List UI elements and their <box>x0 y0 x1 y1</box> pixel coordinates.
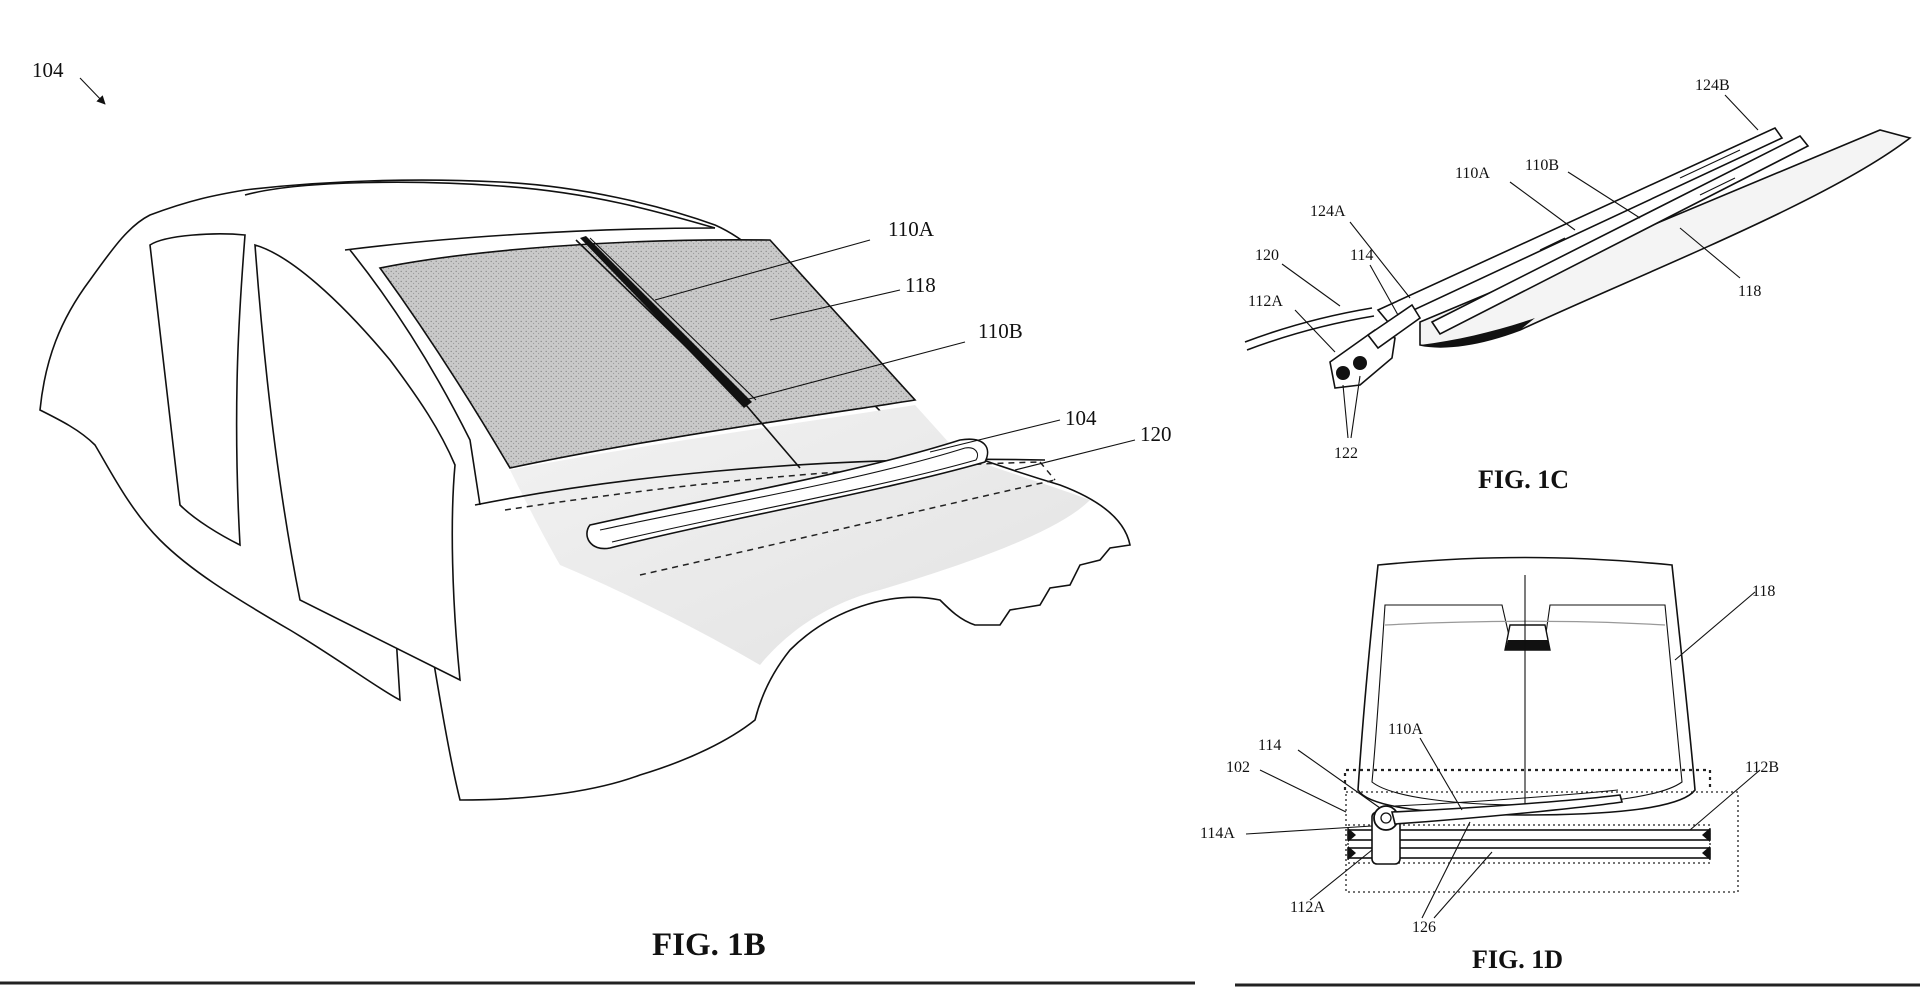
leader-120-1c <box>1281 263 1341 307</box>
cowl-dotted-edge <box>1343 768 1712 790</box>
leader-110b <box>744 341 966 401</box>
wiper-arm-110a-1d <box>1390 794 1624 825</box>
pivot-114-inner <box>1380 812 1392 824</box>
label-112a-1d: 112A <box>1290 899 1325 916</box>
caption-fig-1b: FIG. 1B <box>652 927 766 963</box>
cowl-boundary-dashes <box>1039 461 1056 481</box>
arm-110a-detail <box>1376 126 1784 323</box>
caption-fig-1d: FIG. 1D <box>1472 945 1563 974</box>
hose-120 <box>1244 307 1373 343</box>
fig-1d: 118 114 110A 102 112B 114A 112A 126 FIG.… <box>1200 556 1779 974</box>
wiper-blade-1d <box>1394 789 1619 807</box>
label-110a: 110A <box>888 217 935 241</box>
label-110b-1c: 110B <box>1525 157 1559 174</box>
cowl-region-120-lower <box>639 479 1056 576</box>
a-pillar <box>349 249 481 506</box>
arm-110b-detail <box>1430 134 1810 336</box>
leader-120 <box>1014 439 1136 471</box>
label-104-top: 104 <box>32 58 64 82</box>
rail-end-left <box>1348 828 1356 860</box>
label-124b: 124B <box>1695 77 1730 94</box>
pivot-bracket <box>1366 303 1422 350</box>
label-110a-1d: 110A <box>1388 721 1423 738</box>
label-126: 126 <box>1412 919 1436 936</box>
windshield-118-detail <box>1419 129 1912 348</box>
fig-1c: 124B 110A 110B 124A 120 114 112A 118 122… <box>1244 77 1912 494</box>
label-114-1c: 114 <box>1350 247 1373 264</box>
windshield-frame-1d <box>1357 556 1696 816</box>
label-124a: 124A <box>1310 203 1346 220</box>
port-122a <box>1336 366 1350 380</box>
leader-114a <box>1245 825 1373 835</box>
roof-line <box>244 181 716 229</box>
leader-124b <box>1724 94 1759 131</box>
windshield-edge-dark <box>1420 318 1535 347</box>
label-122: 122 <box>1334 445 1358 462</box>
leader-114-1c <box>1369 264 1399 316</box>
front-door-window <box>254 243 461 682</box>
wiper-arm-shadow <box>589 237 757 401</box>
mirror-mount-dark <box>1505 640 1550 650</box>
label-120: 120 <box>1140 422 1172 446</box>
leader-112a-1c <box>1294 309 1336 353</box>
label-118: 118 <box>905 273 936 297</box>
label-114a: 114A <box>1200 825 1235 842</box>
leader-112b <box>1689 769 1761 831</box>
leader-118 <box>769 289 901 321</box>
leader-118-1d <box>1674 591 1756 661</box>
leader-122-b <box>1350 375 1361 439</box>
fig-1b: 104 110A 118 110B 104 120 FIG. 1B <box>32 58 1172 963</box>
port-122b <box>1353 356 1367 370</box>
roof-edge <box>344 227 716 251</box>
leader-110a-1d <box>1419 737 1463 811</box>
leader-112a-1d <box>1309 849 1373 901</box>
rail-112-upper <box>1347 829 1711 841</box>
leader-126-a <box>1421 821 1471 919</box>
leader-114-1d <box>1297 749 1381 809</box>
label-114-1d: 114 <box>1258 737 1281 754</box>
wiper-blade <box>580 236 752 408</box>
leader-110b-1c <box>1567 171 1641 219</box>
rear-door-window <box>149 233 246 547</box>
module-102-region <box>1345 791 1739 893</box>
label-112a-1c: 112A <box>1248 293 1283 310</box>
label-102: 102 <box>1226 759 1250 776</box>
label-118-1c: 118 <box>1738 283 1761 300</box>
wiper-module-104 <box>586 438 989 550</box>
leader-126-b <box>1433 851 1493 919</box>
label-110a-1c: 110A <box>1455 165 1490 182</box>
leader-104-top <box>79 77 106 105</box>
tint-line <box>1384 620 1666 626</box>
label-104: 104 <box>1065 406 1097 430</box>
windshield-118 <box>378 239 917 469</box>
rail-end-right <box>1702 828 1710 860</box>
hose-120-inner <box>1246 315 1375 351</box>
label-118-1d: 118 <box>1752 583 1775 600</box>
label-112b: 112B <box>1745 759 1779 776</box>
rail-dotted-box <box>1347 824 1711 864</box>
leader-102 <box>1259 769 1347 813</box>
label-120-1c: 120 <box>1255 247 1279 264</box>
leader-118-1c <box>1679 227 1741 279</box>
leader-122-a <box>1342 384 1349 439</box>
leader-110a <box>654 239 871 301</box>
label-110b: 110B <box>978 319 1023 343</box>
caption-fig-1c: FIG. 1C <box>1478 465 1569 494</box>
leader-124a <box>1349 221 1411 299</box>
leader-104 <box>929 419 1061 453</box>
rail-112-lower <box>1347 847 1711 859</box>
leader-110a-1c <box>1509 181 1576 231</box>
blade-segment-124b <box>1539 149 1741 251</box>
